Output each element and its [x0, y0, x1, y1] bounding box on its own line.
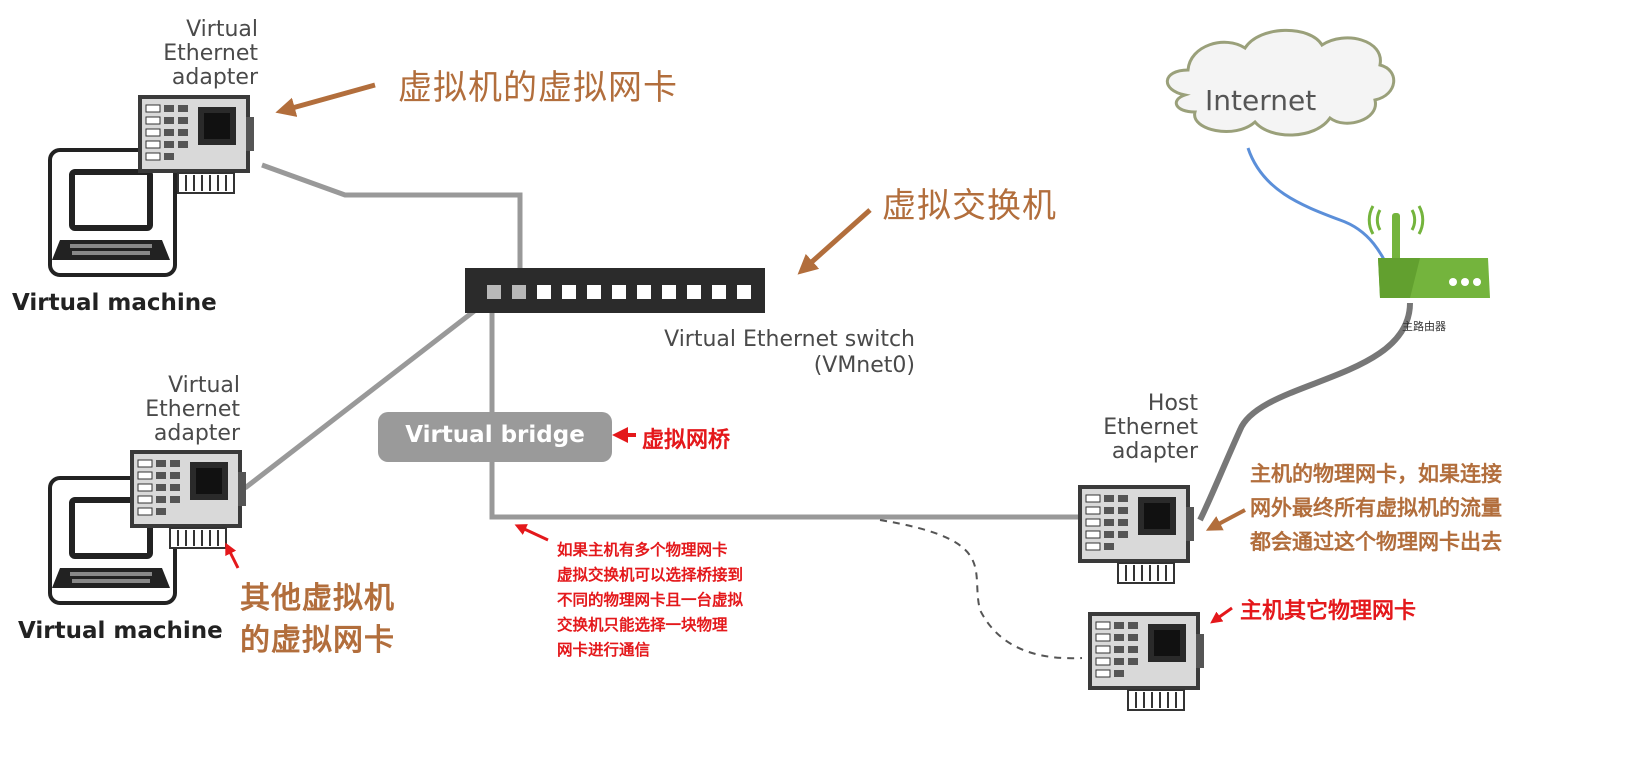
arrow-vm2-annotation	[225, 542, 240, 569]
vm2-adapter-label: Virtual Ethernet adapter	[145, 373, 240, 446]
switch-annotation: 虚拟交换机	[882, 186, 1057, 226]
dashed-link-other-adapter	[879, 519, 1083, 660]
router-label: 主路由器	[1402, 320, 1446, 333]
internet-label: Internet	[1205, 84, 1317, 117]
arrow-other-adapter	[1210, 606, 1233, 624]
vm1-machine-label: Virtual machine	[12, 290, 217, 316]
vm1-annotation: 虚拟机的虚拟网卡	[398, 68, 678, 108]
switch-label-line1: Virtual Ethernet switch	[664, 327, 915, 352]
router-icon	[1367, 205, 1490, 298]
other-adapter-annotation: 主机其它物理网卡	[1240, 599, 1417, 624]
bridge-annotation: 虚拟网桥	[642, 428, 731, 453]
host-nic-icon	[1077, 484, 1195, 584]
switch-label-line2: (VMnet0)	[813, 353, 915, 378]
bridge-label: Virtual bridge	[405, 422, 585, 448]
other-nic-icon	[1087, 611, 1205, 711]
bridge-note: 如果主机有多个物理网卡 虚拟交换机可以选择桥接到 不同的物理网卡且一台虚拟 交换…	[557, 541, 744, 659]
host-adapter-label: Host Ethernet adapter	[1103, 391, 1198, 464]
cable-vm2-to-switch	[243, 293, 497, 490]
cable-router-to-host	[1197, 302, 1413, 522]
internet-cloud-icon	[1165, 28, 1396, 137]
vm1-adapter-label: Virtual Ethernet adapter	[163, 17, 258, 90]
arrow-host-annotation	[1205, 508, 1246, 531]
arrow-switch-annotation	[797, 208, 872, 275]
cable-internet-to-router	[1246, 147, 1397, 283]
virtual-switch	[465, 268, 765, 313]
arrow-bridge-note	[514, 524, 549, 542]
virtual-bridge-box	[378, 412, 612, 462]
host-annotation: 主机的物理网卡，如果连接 网外最终所有虚拟机的流量 都会通过这个物理网卡出去	[1250, 462, 1502, 554]
cable-switch-to-host	[489, 295, 1078, 520]
arrow-vm1-annotation	[275, 82, 376, 117]
vm2-annotation: 其他虚拟机 的虚拟网卡	[240, 581, 395, 658]
vm2-machine-label: Virtual machine	[18, 618, 223, 644]
cable-vm1-to-switch	[261, 162, 523, 290]
